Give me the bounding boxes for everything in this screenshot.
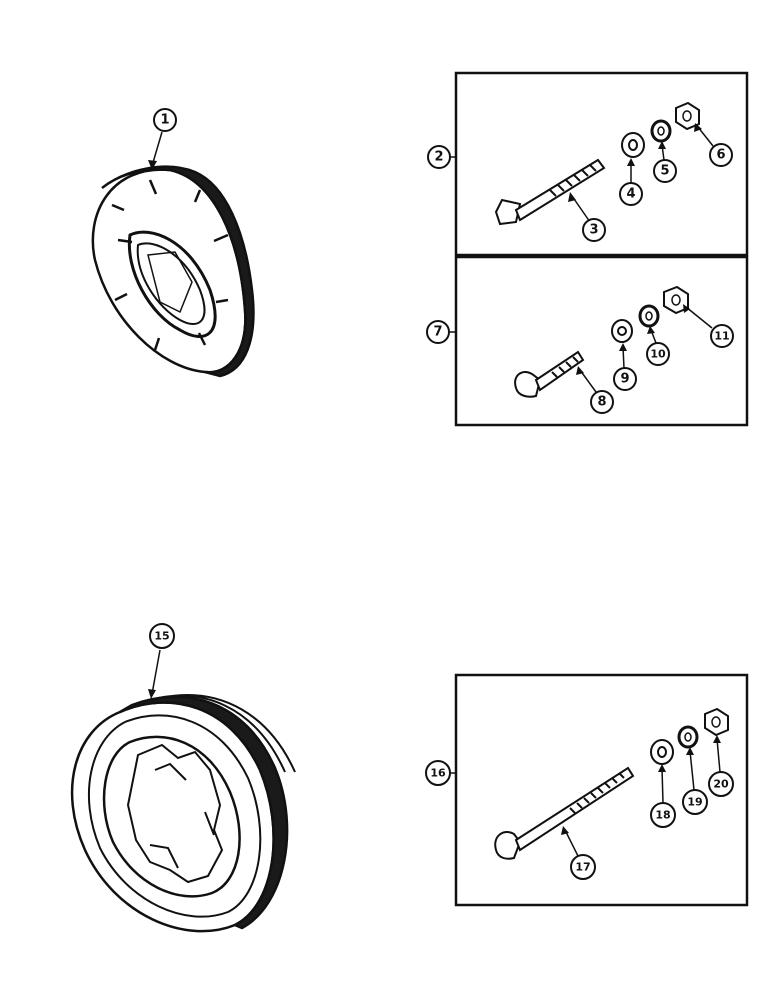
lock-washer-5 [650, 119, 672, 143]
callout-15-label: 15 [154, 630, 169, 643]
arrowhead-6 [694, 123, 702, 132]
hex-nut-11 [663, 285, 689, 315]
flat-washer-18 [650, 739, 674, 765]
hardware-kit-box-2 [454, 255, 749, 427]
callout-10-label: 10 [650, 348, 666, 361]
arrowhead-19 [686, 747, 694, 755]
callout-20-label: 20 [713, 778, 729, 791]
callout-10: 10 [646, 342, 670, 366]
callout-6-label: 6 [716, 148, 725, 163]
arrowhead-17 [561, 826, 569, 835]
callout-15: 15 [149, 623, 175, 649]
callout-11: 11 [710, 324, 734, 348]
callout-20: 20 [708, 771, 734, 797]
square-head-bolt [494, 158, 606, 226]
leader-line-8 [579, 369, 597, 393]
callout-16-label: 16 [430, 767, 446, 780]
leader-line-15 [151, 649, 161, 695]
callout-2-label: 2 [434, 150, 443, 165]
arrowhead-15 [148, 689, 156, 699]
arrowhead-1 [148, 160, 157, 170]
leader-line-1 [151, 131, 163, 167]
leader-line-3 [571, 195, 591, 223]
callout-11-label: 11 [714, 330, 729, 343]
long-carriage-bolt [494, 766, 635, 860]
arrowhead-18 [658, 764, 666, 772]
arrowhead-3 [568, 192, 576, 202]
callout-18-label: 18 [655, 809, 670, 822]
callout-8: 8 [590, 390, 614, 414]
leader-line-20 [716, 738, 721, 773]
callout-3-label: 3 [589, 223, 598, 238]
lock-washer-10 [638, 304, 660, 328]
callout-4-label: 4 [626, 187, 635, 202]
callout-3: 3 [582, 218, 606, 242]
callout-19-label: 19 [687, 796, 702, 809]
callout-2: 2 [427, 145, 451, 169]
arrowhead-11 [683, 304, 690, 313]
callout-1-label: 1 [160, 113, 169, 128]
callout-17-label: 17 [575, 861, 590, 874]
callout-18: 18 [650, 802, 676, 828]
hardware-kit-box-3 [454, 673, 749, 907]
leader-line-17 [564, 829, 579, 857]
leader-line-19 [689, 750, 695, 791]
hex-nut-6 [675, 101, 700, 131]
leader-line-18 [661, 767, 664, 804]
arrowhead-20 [713, 735, 721, 743]
hex-nut-20 [704, 707, 729, 737]
callout-5: 5 [653, 159, 677, 183]
callout-17: 17 [570, 854, 596, 880]
arrowhead-9 [619, 343, 627, 351]
tire-weight-part [70, 694, 296, 933]
callout-9: 9 [613, 367, 637, 391]
carriage-bolt [514, 350, 585, 398]
flat-washer-9 [611, 319, 633, 343]
callout-1: 1 [153, 108, 177, 132]
callout-19: 19 [682, 789, 708, 815]
hardware-kit-box-1 [454, 71, 749, 257]
callout-7-label: 7 [433, 325, 442, 340]
arrowhead-8 [576, 366, 584, 375]
arrowhead-10 [647, 326, 655, 334]
arrowhead-4 [627, 158, 635, 166]
leader-line-11 [685, 306, 713, 329]
callout-6: 6 [709, 143, 733, 167]
callout-9-label: 9 [620, 372, 629, 387]
wheel-weight-part [91, 165, 255, 378]
callout-7: 7 [426, 320, 450, 344]
callout-4: 4 [619, 182, 643, 206]
lock-washer-19 [677, 725, 699, 749]
callout-5-label: 5 [660, 164, 669, 179]
flat-washer-4 [621, 132, 645, 158]
leader-line-6 [697, 126, 714, 147]
callout-16: 16 [425, 760, 451, 786]
callout-8-label: 8 [597, 395, 606, 410]
arrowhead-5 [658, 141, 666, 149]
